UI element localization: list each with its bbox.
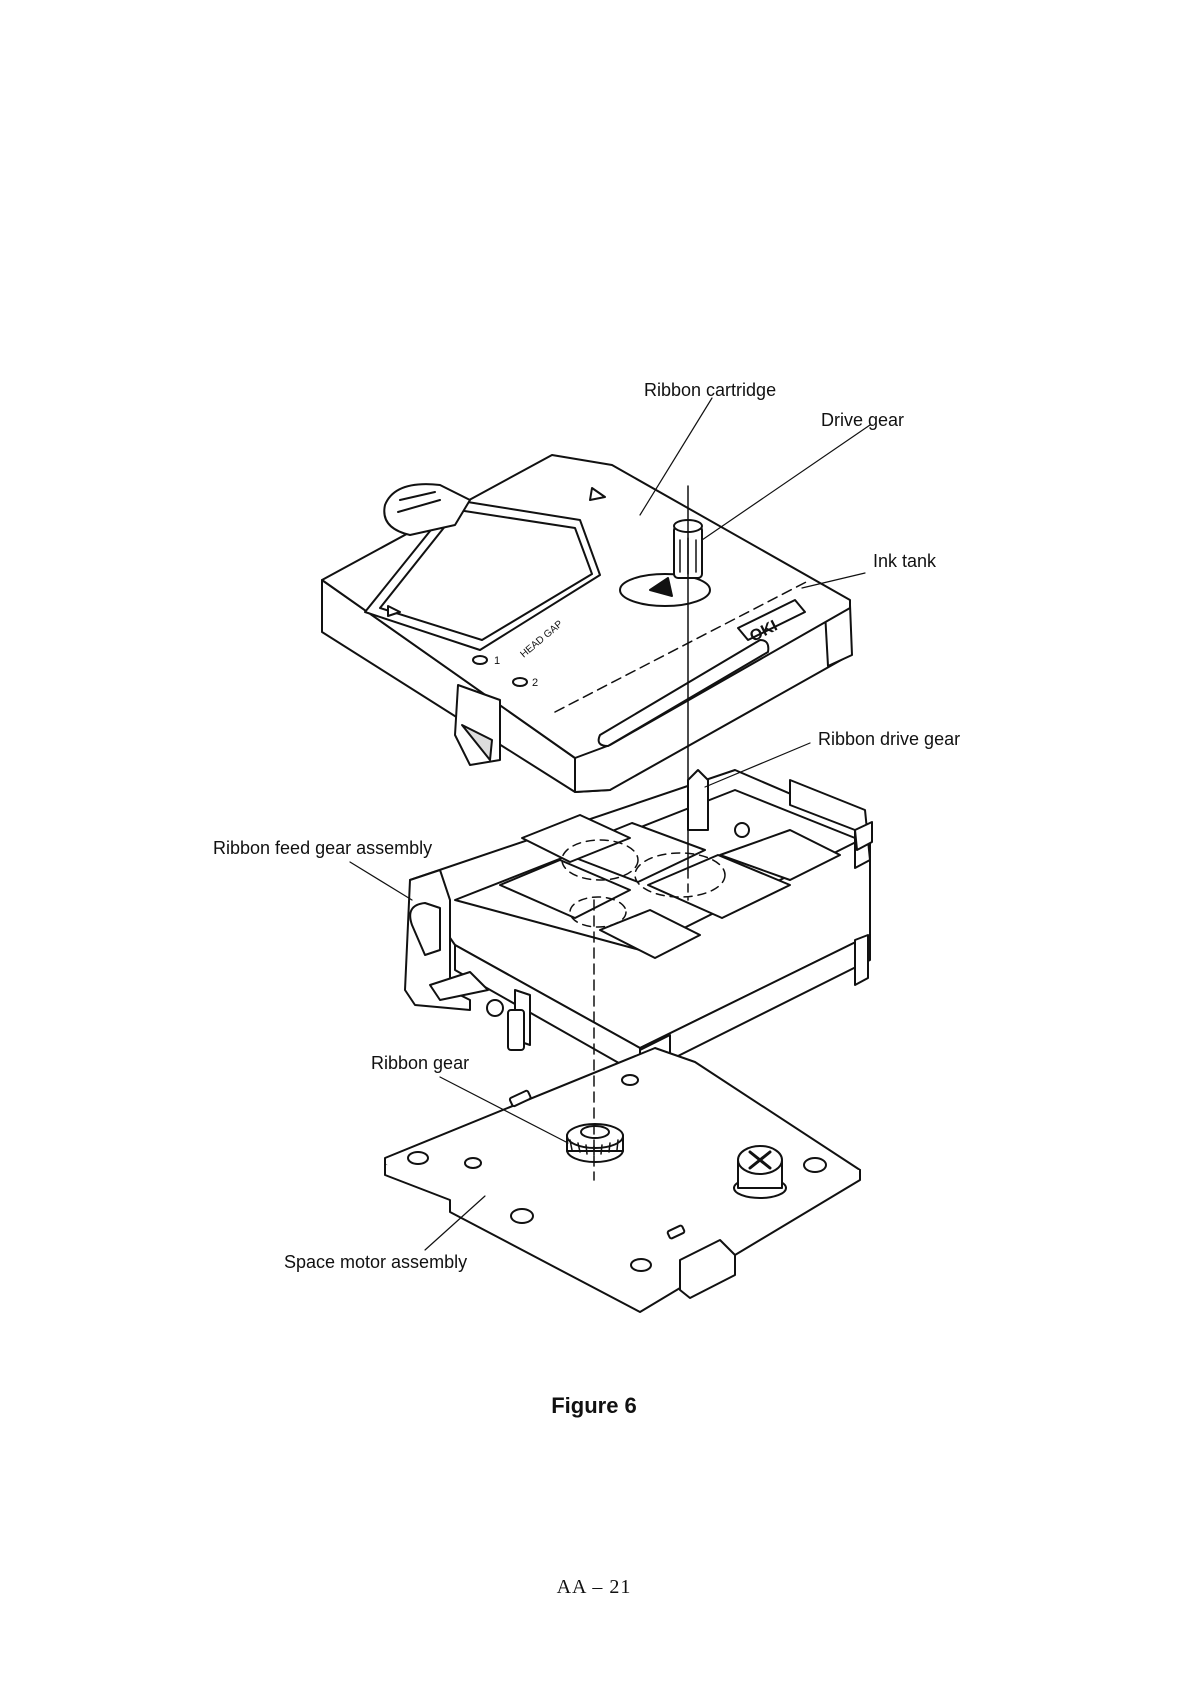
label-drive-gear: Drive gear [821,410,904,430]
space-motor-assembly-drawing [385,1048,860,1312]
gap-mark-2: 2 [532,677,538,689]
label-ribbon-gear: Ribbon gear [371,1053,469,1073]
label-ribbon-feed-gear-assembly: Ribbon feed gear assembly [213,838,432,858]
ribbon-cartridge-drawing: OKI 1 2 HEAD GAP [322,455,852,792]
page-number: AA – 21 [0,1576,1188,1599]
label-ribbon-drive-gear: Ribbon drive gear [818,729,960,749]
gap-mark-1: 1 [494,655,500,667]
label-ribbon-cartridge: Ribbon cartridge [644,380,776,400]
figure-caption: Figure 6 [0,1393,1188,1419]
ribbon-feed-gear-assembly-drawing [405,770,872,1100]
label-space-motor-assembly: Space motor assembly [284,1252,467,1272]
label-ink-tank: Ink tank [873,551,936,571]
